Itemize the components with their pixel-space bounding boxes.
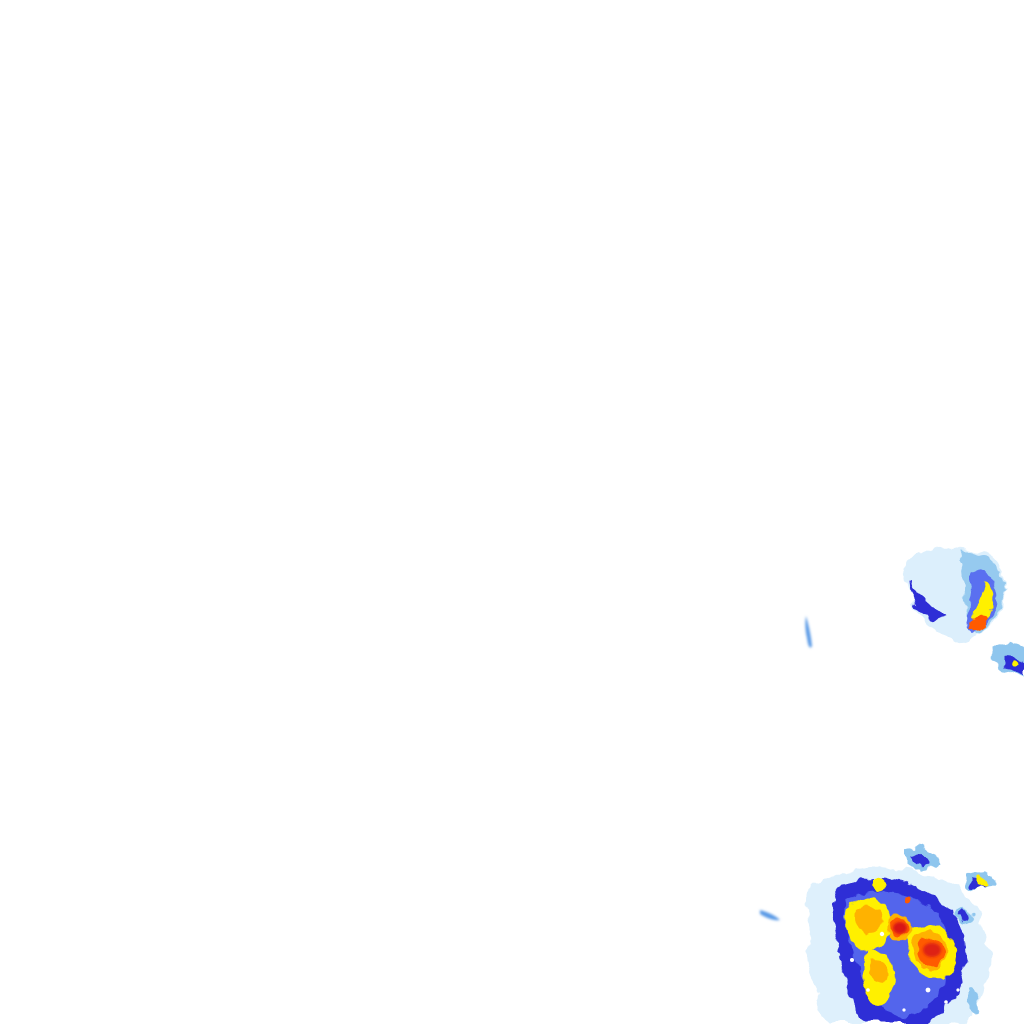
streak-west [760, 910, 780, 921]
se-speckle-holes [850, 931, 960, 1012]
east-edge-cell [992, 642, 1024, 676]
ne-cell-west-arc [910, 582, 946, 621]
se-extreme-core [893, 922, 941, 957]
se-extreme-cell-east [923, 943, 941, 957]
south-east-storm-complex [807, 848, 994, 1024]
se-heavy-east-dot [976, 875, 988, 887]
north-east-cell [904, 548, 1005, 642]
isolated-streak [760, 616, 812, 921]
se-heavy-north-dot [872, 878, 886, 892]
streak-main [805, 616, 812, 648]
east-edge-heavy-dot [1012, 660, 1020, 668]
se-extreme-cell-north [893, 922, 907, 934]
ne-cell-intense-core [970, 614, 988, 633]
